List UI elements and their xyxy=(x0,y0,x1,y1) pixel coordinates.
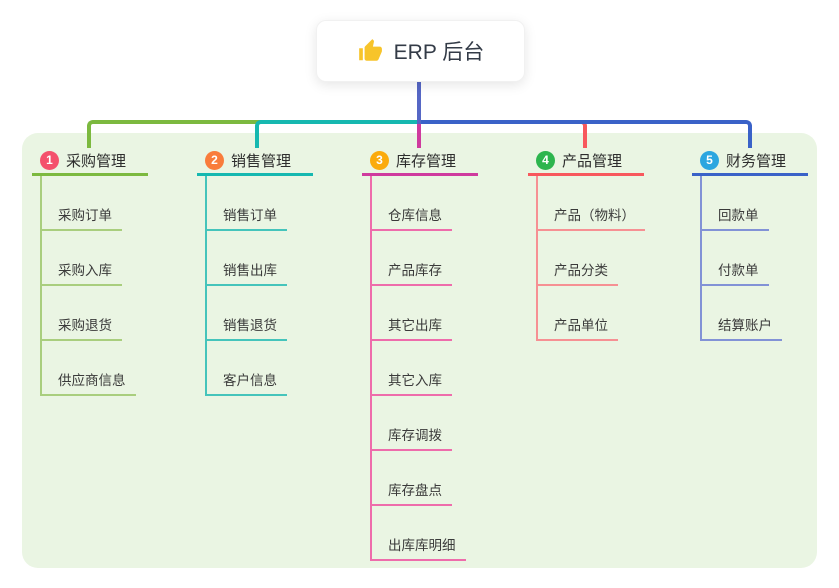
child-topic[interactable]: 其它出库 xyxy=(372,286,452,341)
child-topic-label: 产品单位 xyxy=(554,318,608,333)
branch-purchase: 1 采购管理 采购订单采购入库采购退货供应商信息 xyxy=(32,147,148,396)
branch-children-sales: 销售订单销售出库销售退货客户信息 xyxy=(205,176,287,396)
branch-title-sales[interactable]: 2 销售管理 xyxy=(197,147,313,176)
branch-finance: 5 财务管理 回款单付款单结算账户 xyxy=(692,147,808,341)
child-topic[interactable]: 其它入库 xyxy=(372,341,452,396)
branch-number-badge: 4 xyxy=(536,150,555,170)
branch-number-badge: 5 xyxy=(700,150,719,170)
branch-children-finance: 回款单付款单结算账户 xyxy=(700,176,782,341)
root-node[interactable]: ERP 后台 xyxy=(316,20,525,82)
child-topic[interactable]: 产品单位 xyxy=(538,286,618,341)
child-topic-label: 采购退货 xyxy=(58,318,112,333)
child-topic-label: 销售退货 xyxy=(223,318,277,333)
child-topic-label: 回款单 xyxy=(718,208,759,223)
child-topic[interactable]: 采购退货 xyxy=(42,286,122,341)
branch-inventory: 3 库存管理 仓库信息产品库存其它出库其它入库库存调拨库存盘点出库库明细 xyxy=(362,147,478,561)
branches-panel xyxy=(22,133,817,568)
root-label: ERP 后台 xyxy=(393,41,485,64)
branch-title-label: 销售管理 xyxy=(231,152,292,170)
branch-title-finance[interactable]: 5 财务管理 xyxy=(692,147,808,176)
child-topic-label: 采购入库 xyxy=(58,263,112,278)
child-topic-label: 销售出库 xyxy=(223,263,277,278)
child-topic[interactable]: 产品（物料） xyxy=(538,176,645,231)
child-topic[interactable]: 库存盘点 xyxy=(372,451,452,506)
branch-children-product: 产品（物料） 产品分类产品单位 xyxy=(536,176,645,341)
child-topic[interactable]: 结算账户 xyxy=(702,286,782,341)
child-topic-label: 其它出库 xyxy=(388,318,442,333)
branch-title-purchase[interactable]: 1 采购管理 xyxy=(32,147,148,176)
child-topic[interactable]: 产品库存 xyxy=(372,231,452,286)
connector-branch-finance xyxy=(419,120,752,148)
branch-number-badge: 3 xyxy=(370,150,389,170)
branch-number-badge: 1 xyxy=(40,150,59,170)
branch-title-inventory[interactable]: 3 库存管理 xyxy=(362,147,478,176)
child-topic-label: 产品分类 xyxy=(554,263,608,278)
child-topic-label: 库存调拨 xyxy=(388,428,442,443)
branch-children-inventory: 仓库信息产品库存其它出库其它入库库存调拨库存盘点出库库明细 xyxy=(370,176,466,561)
child-topic-label: 其它入库 xyxy=(388,373,442,388)
child-topic[interactable]: 供应商信息 xyxy=(42,341,136,396)
child-topic[interactable]: 产品分类 xyxy=(538,231,618,286)
child-topic[interactable]: 客户信息 xyxy=(207,341,287,396)
branch-title-product[interactable]: 4 产品管理 xyxy=(528,147,644,176)
child-topic[interactable]: 销售退货 xyxy=(207,286,287,341)
child-topic-label: 产品库存 xyxy=(388,263,442,278)
connector-branch-inventory xyxy=(417,124,421,148)
child-topic[interactable]: 采购订单 xyxy=(42,176,122,231)
child-topic-label: 采购订单 xyxy=(58,208,112,223)
child-topic-label: 销售订单 xyxy=(223,208,277,223)
branch-title-label: 产品管理 xyxy=(562,152,623,170)
child-topic[interactable]: 出库库明细 xyxy=(372,506,466,561)
branch-sales: 2 销售管理 销售订单销售出库销售退货客户信息 xyxy=(197,147,313,396)
child-topic-label: 客户信息 xyxy=(223,373,277,388)
branch-children-purchase: 采购订单采购入库采购退货供应商信息 xyxy=(40,176,136,396)
child-topic[interactable]: 销售出库 xyxy=(207,231,287,286)
branch-title-label: 财务管理 xyxy=(726,152,787,170)
child-topic-label: 库存盘点 xyxy=(388,483,442,498)
thumbs-up-icon xyxy=(357,38,383,64)
child-topic[interactable]: 回款单 xyxy=(702,176,769,231)
child-topic[interactable]: 付款单 xyxy=(702,231,769,286)
branch-number-badge: 2 xyxy=(205,150,224,170)
connector-branch-purchase xyxy=(87,120,419,148)
branch-title-label: 采购管理 xyxy=(66,152,127,170)
child-topic[interactable]: 销售订单 xyxy=(207,176,287,231)
child-topic-label: 出库库明细 xyxy=(388,538,456,553)
child-topic-label: 供应商信息 xyxy=(58,373,126,388)
branch-product: 4 产品管理 产品（物料） 产品分类产品单位 xyxy=(528,147,645,341)
child-topic-label: 结算账户 xyxy=(718,318,772,333)
connector-root-stem xyxy=(417,82,421,124)
child-topic-label: 付款单 xyxy=(718,263,759,278)
child-topic[interactable]: 仓库信息 xyxy=(372,176,452,231)
branch-title-label: 库存管理 xyxy=(396,152,457,170)
child-topic-label: 产品（物料） xyxy=(554,208,635,223)
child-topic[interactable]: 采购入库 xyxy=(42,231,122,286)
child-topic[interactable]: 库存调拨 xyxy=(372,396,452,451)
connector-branch-sales xyxy=(255,120,419,148)
child-topic-label: 仓库信息 xyxy=(388,208,442,223)
